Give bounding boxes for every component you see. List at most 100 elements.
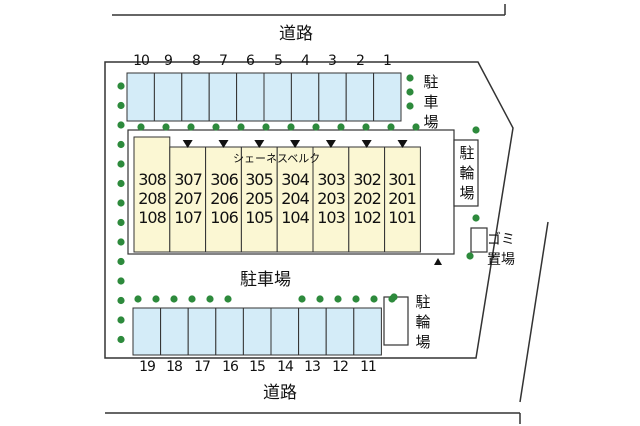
tree: [117, 179, 125, 188]
tree: [406, 88, 414, 96]
tree: [370, 295, 378, 303]
room-number: 203: [317, 189, 346, 208]
room-number: 108: [138, 208, 167, 227]
parking-space: [160, 307, 189, 356]
entrance-arrows: [182, 140, 408, 148]
parking-space: [298, 307, 327, 356]
tree: [334, 295, 342, 303]
tree: [316, 295, 324, 303]
tree: [337, 123, 345, 131]
parking-space: [126, 72, 155, 122]
bicycle-parking-lower-box: [383, 296, 409, 346]
parking-space: [153, 72, 183, 122]
tree: [117, 160, 125, 168]
unit-column: [348, 146, 386, 253]
tree: [117, 238, 125, 246]
room-number: 101: [388, 208, 417, 227]
parking-space: [215, 307, 244, 356]
tree: [152, 295, 160, 303]
tree: [352, 295, 360, 303]
parking-space: [318, 72, 347, 122]
tree: [117, 296, 125, 305]
tree: [312, 123, 320, 131]
room-number: 306: [210, 170, 239, 189]
tree: [406, 102, 414, 110]
room-number: 103: [317, 208, 346, 227]
room-number: 308: [138, 170, 167, 189]
tree: [387, 123, 395, 131]
parking-space-number: 19: [139, 359, 156, 375]
parking-space-number: 7: [219, 53, 228, 69]
parking-space: [290, 72, 320, 122]
entrance-arrow: [361, 140, 372, 148]
parking-space-number: 1: [383, 53, 392, 69]
garbage-box: [470, 227, 488, 253]
entrance-arrow: [254, 140, 265, 148]
tree: [412, 123, 420, 131]
parking-space: [181, 72, 210, 122]
parking-space: [236, 72, 265, 122]
parking-space-number: 11: [360, 359, 377, 375]
bottom-parking-lot: [132, 307, 382, 356]
parking-space-number: 8: [192, 53, 201, 69]
parking-space-number: 15: [249, 359, 266, 375]
tree: [466, 252, 474, 260]
tree: [117, 316, 125, 324]
tree: [117, 257, 125, 266]
unit-column: [133, 136, 171, 253]
parking-space: [187, 307, 217, 356]
tree: [117, 140, 125, 149]
trees: [117, 74, 480, 344]
tree: [212, 123, 220, 131]
tree: [187, 123, 195, 131]
entrance-arrow: [290, 140, 301, 148]
parking-space-number: 9: [164, 53, 173, 69]
top-parking-lot: [126, 72, 402, 122]
tree: [134, 295, 142, 303]
parking-space: [263, 72, 292, 122]
tree: [287, 123, 295, 131]
garbage-area-label: ゴミ置場: [487, 232, 515, 268]
tree: [406, 74, 414, 82]
parking-space-number: 18: [166, 359, 183, 375]
room-number: 106: [210, 208, 239, 227]
unit-column: [169, 146, 207, 253]
parking-space-number: 5: [274, 53, 283, 69]
parking-space: [132, 307, 162, 356]
parking-space-number: 16: [222, 359, 239, 375]
tree: [298, 295, 306, 303]
tree: [472, 126, 480, 134]
tree: [472, 214, 480, 222]
parking-space: [345, 72, 375, 122]
bicycle-parking-label-lower: 駐輪場: [415, 293, 431, 351]
room-number: 105: [245, 208, 274, 227]
tree: [362, 123, 370, 131]
parking-space: [270, 307, 300, 356]
tree: [237, 123, 245, 131]
parking-space: [353, 307, 382, 356]
room-number: 107: [174, 208, 203, 227]
parking-label-middle: 駐車場: [240, 270, 291, 290]
parking-space-number: 13: [304, 359, 321, 375]
tree: [117, 121, 125, 129]
tree: [137, 123, 145, 131]
parking-label-top-right: 駐車場: [423, 73, 439, 131]
side-road-edge: [519, 221, 549, 403]
unit-column: [384, 146, 421, 253]
tree: [390, 293, 398, 301]
entrance-arrow: [397, 140, 408, 148]
tree: [117, 335, 125, 344]
room-number: 301: [388, 170, 417, 189]
room-number: 204: [281, 189, 310, 208]
tree: [117, 218, 125, 227]
parking-space: [242, 307, 272, 356]
room-number: 307: [174, 170, 203, 189]
parking-space-number: 2: [356, 53, 365, 69]
entrance-arrow: [182, 140, 193, 148]
room-number: 102: [353, 208, 382, 227]
parking-space-number: 4: [301, 53, 310, 69]
room-number: 302: [353, 170, 382, 189]
room-number: 208: [138, 189, 167, 208]
tree: [117, 277, 125, 285]
